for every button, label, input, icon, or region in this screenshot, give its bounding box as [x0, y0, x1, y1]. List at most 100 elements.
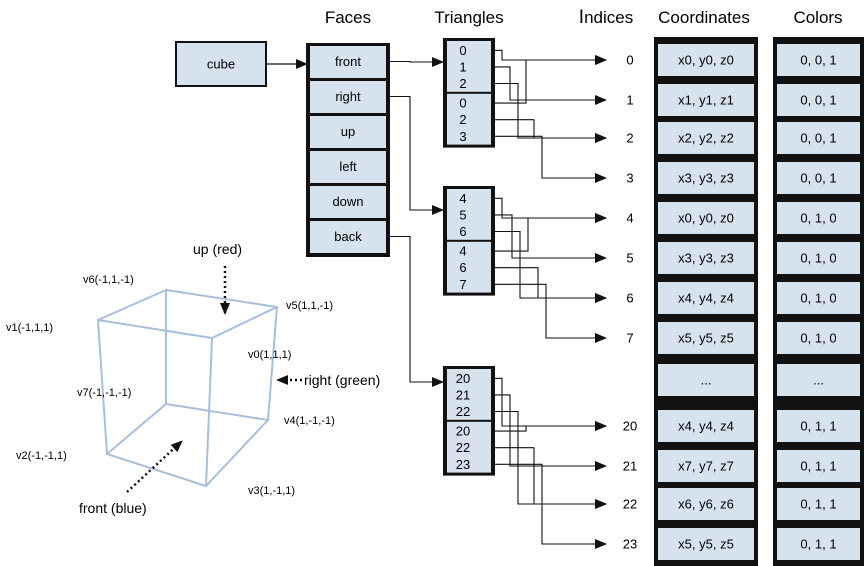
triangle-2-row-5-arrow [495, 463, 607, 549]
vertex-v5-label: v5(1,1,-1) [286, 300, 333, 312]
vertex-v1-label: v1(-1,1,1) [6, 322, 53, 334]
triangle-1-index-5: 7 [459, 277, 466, 292]
index-label-20: 20 [623, 419, 637, 434]
color-cell [777, 364, 860, 396]
header-colors: Colors [793, 8, 842, 27]
coordinate-cell [658, 202, 754, 234]
face-cell-left [310, 151, 386, 183]
vertex-v4-label: v4(1,-1,-1) [284, 415, 335, 427]
coordinate-cell [658, 450, 754, 482]
header-indices-first-letter: I [579, 7, 584, 28]
coordinate-value: x3, y3, z3 [678, 171, 734, 186]
coordinate-value: x0, y0, z0 [678, 211, 734, 226]
triangle-1-index-1: 5 [459, 207, 466, 222]
face-cell-down [310, 186, 386, 218]
header-indices-rest: ndices [584, 8, 633, 27]
triangle-1-row-1-arrow [495, 214, 607, 263]
color-cell [777, 410, 860, 442]
face-label-up: up [341, 124, 355, 139]
triangle-2-index-3: 20 [456, 424, 470, 439]
vertex-v6-label: v6(-1,1,-1) [83, 274, 134, 286]
triangle-0-index-3: 0 [459, 96, 466, 111]
triangle-0-row-4-arrow [495, 119, 607, 143]
index-label-22: 22 [623, 497, 637, 512]
index-label-3: 3 [626, 171, 633, 186]
color-cell [777, 202, 860, 234]
coordinate-value: x7, y7, z7 [678, 459, 734, 474]
coordinate-cell [658, 528, 754, 560]
back-to-triangles-arrow [389, 235, 444, 387]
index-label-7: 7 [626, 331, 633, 346]
color-value: 0, 1, 0 [800, 211, 836, 226]
coordinate-value: x4, y4, z4 [678, 291, 734, 306]
header-faces: Faces [325, 8, 371, 27]
color-value: 0, 1, 1 [800, 497, 836, 512]
triangle-2-1 [447, 421, 491, 473]
index-label-5: 5 [626, 251, 633, 266]
triangle-0-1 [447, 93, 491, 145]
coordinate-cell [658, 488, 754, 520]
triangle-0-index-5: 3 [459, 129, 466, 144]
triangle-2-row-4-arrow [495, 447, 607, 509]
colors-column: 0, 0, 10, 0, 10, 0, 10, 0, 10, 1, 00, 1,… [773, 37, 864, 566]
triangle-1-row-5-arrow [495, 283, 607, 343]
color-value: 0, 1, 1 [800, 459, 836, 474]
coordinate-value: x6, y6, z6 [678, 497, 734, 512]
face-cell-front [310, 46, 386, 78]
color-cell [777, 84, 860, 116]
vertex-v0-label: v0(1,1,1) [248, 349, 291, 361]
up-label: up (red) [193, 241, 242, 257]
triangle-1-index-0: 4 [459, 191, 466, 206]
cube-label: cube [207, 57, 235, 72]
coordinate-value: x1, y1, z1 [678, 93, 734, 108]
coordinate-cell [658, 364, 754, 396]
face-cell-up [310, 116, 386, 148]
face-label-back: back [334, 229, 362, 244]
color-cell [777, 44, 860, 76]
index-label-0: 0 [626, 53, 633, 68]
cube-edges [96, 288, 279, 488]
triangle-1-0 [447, 189, 491, 240]
triangle-1-row-3-arrow [495, 213, 607, 252]
coordinate-value: x3, y3, z3 [678, 251, 734, 266]
coordinate-value: x5, y5, z5 [678, 331, 734, 346]
index-label-6: 6 [626, 291, 633, 306]
index-label-23: 23 [623, 537, 637, 552]
face-label-right: right [335, 89, 361, 104]
vertex-v2-label: v2(-1,-1,1) [16, 450, 67, 462]
triangle-0-0 [447, 41, 491, 92]
header-coordinates: Coordinates [658, 8, 750, 27]
triangle-2-index-0: 20 [456, 371, 470, 386]
coordinate-cell [658, 242, 754, 274]
front-arrow [126, 440, 183, 493]
face-label-down: down [332, 194, 363, 209]
triangle-0-row-5-arrow [495, 135, 607, 183]
coordinate-cell [658, 122, 754, 154]
color-value: 0, 1, 0 [800, 291, 836, 306]
triangle-2-index-2: 22 [456, 404, 470, 419]
coordinate-value: ... [701, 373, 712, 388]
color-value: 0, 1, 0 [800, 251, 836, 266]
color-value: 0, 1, 1 [800, 419, 836, 434]
triangle-1-row-4-arrow [495, 267, 607, 303]
triangle-0-index-1: 1 [459, 59, 466, 74]
index-label-4: 4 [626, 211, 633, 226]
coordinate-value: x4, y4, z4 [678, 419, 734, 434]
coordinate-cell [658, 322, 754, 354]
triangle-2-index-5: 23 [456, 457, 470, 472]
front-label: front (blue) [79, 500, 147, 516]
cube-edge-v1-v6 [97, 289, 167, 321]
coordinate-cell [658, 282, 754, 314]
triangle-0-row-2-arrow [495, 82, 607, 143]
color-value: 0, 1, 1 [800, 537, 836, 552]
color-value: 0, 0, 1 [800, 131, 836, 146]
color-cell [777, 282, 860, 314]
coordinate-value: x5, y5, z5 [678, 537, 734, 552]
triangle-2-index-1: 21 [456, 387, 470, 402]
cube-edge-v3-v4 [205, 419, 269, 487]
